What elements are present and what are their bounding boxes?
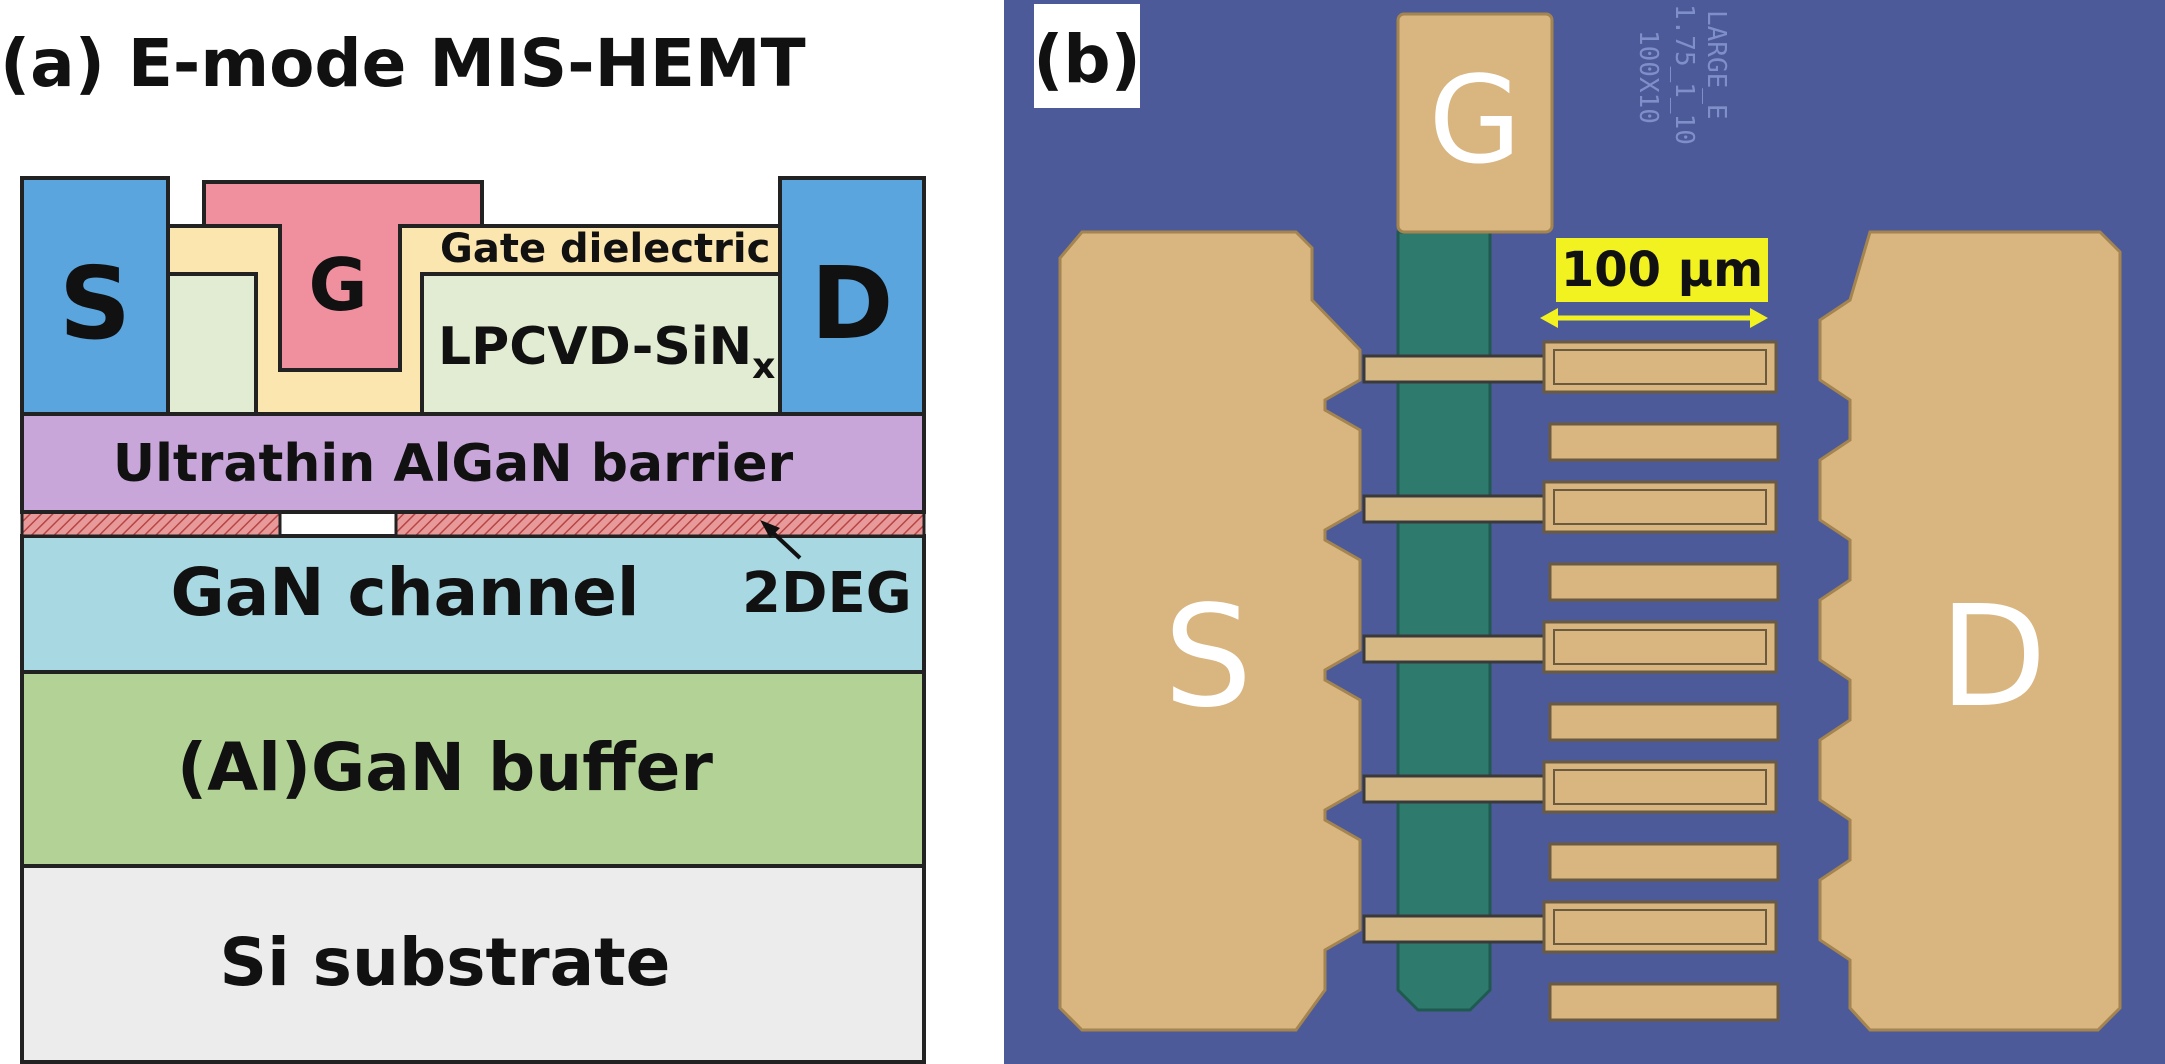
panel-b-micrograph: LARGE_E 1.75_1_10 100X10 G (1004, 0, 2165, 1064)
drain-pad-label: D (1939, 576, 2047, 739)
panel-a-cross-section: (a) E-mode MIS-HEMT Si substrate (Al)GaN… (0, 25, 926, 1064)
algan-buffer-label: (Al)GaN buffer (177, 729, 713, 806)
finger-row (1362, 620, 1780, 742)
source-pad (1058, 230, 1362, 1032)
si-substrate-label: Si substrate (220, 924, 671, 1001)
gate-label: G (308, 243, 367, 327)
drain-contact (778, 176, 926, 416)
twodeg-right (394, 510, 926, 538)
lpcvd-sin-left-block (166, 272, 258, 416)
drain-pad (1818, 230, 2122, 1032)
scale-bar-arrow-left (1540, 308, 1558, 328)
algan-barrier-layer (20, 412, 926, 514)
drain-label: D (810, 245, 893, 362)
panel-b-label: (b) (1033, 21, 1141, 98)
scale-bar-arrow-right (1750, 308, 1768, 328)
svg-text:100X10: 100X10 (1633, 30, 1663, 124)
source-contact (20, 176, 170, 416)
source-label: S (59, 245, 131, 362)
finger-array (1362, 340, 1780, 1022)
svg-text:1.75_1_10: 1.75_1_10 (1669, 4, 1699, 145)
gate-pad (1396, 12, 1554, 234)
finger-row (1362, 340, 1780, 462)
finger-row (1362, 760, 1780, 882)
si-substrate-layer (20, 864, 926, 1064)
gate-bus (1396, 230, 1492, 1012)
gate-pad-label: G (1429, 52, 1522, 191)
scale-bar-label: 100 μm (1561, 242, 1763, 298)
twodeg-label: 2DEG (742, 561, 912, 626)
algan-barrier-label: Ultrathin AlGaN barrier (113, 434, 794, 494)
gan-channel-label: GaN channel (171, 554, 640, 631)
lpcvd-sin-label: LPCVD-SiNx (438, 317, 775, 387)
gate-dielectric-label: Gate dielectric (440, 226, 770, 272)
twodeg-arrowhead (760, 520, 780, 538)
panel-a-title: (a) E-mode MIS-HEMT (0, 25, 806, 102)
svg-text:LARGE_E: LARGE_E (1701, 10, 1731, 120)
gate-electrode (202, 180, 484, 372)
algan-buffer-layer (20, 670, 926, 868)
panel-b-label-box (1034, 4, 1140, 108)
finger-row (1362, 900, 1780, 1022)
finger-row (1362, 480, 1780, 602)
scale-bar-box (1556, 238, 1768, 302)
twodeg-left (20, 510, 282, 538)
chip-text: LARGE_E 1.75_1_10 100X10 (1633, 4, 1731, 145)
source-pad-label: S (1164, 576, 1253, 739)
